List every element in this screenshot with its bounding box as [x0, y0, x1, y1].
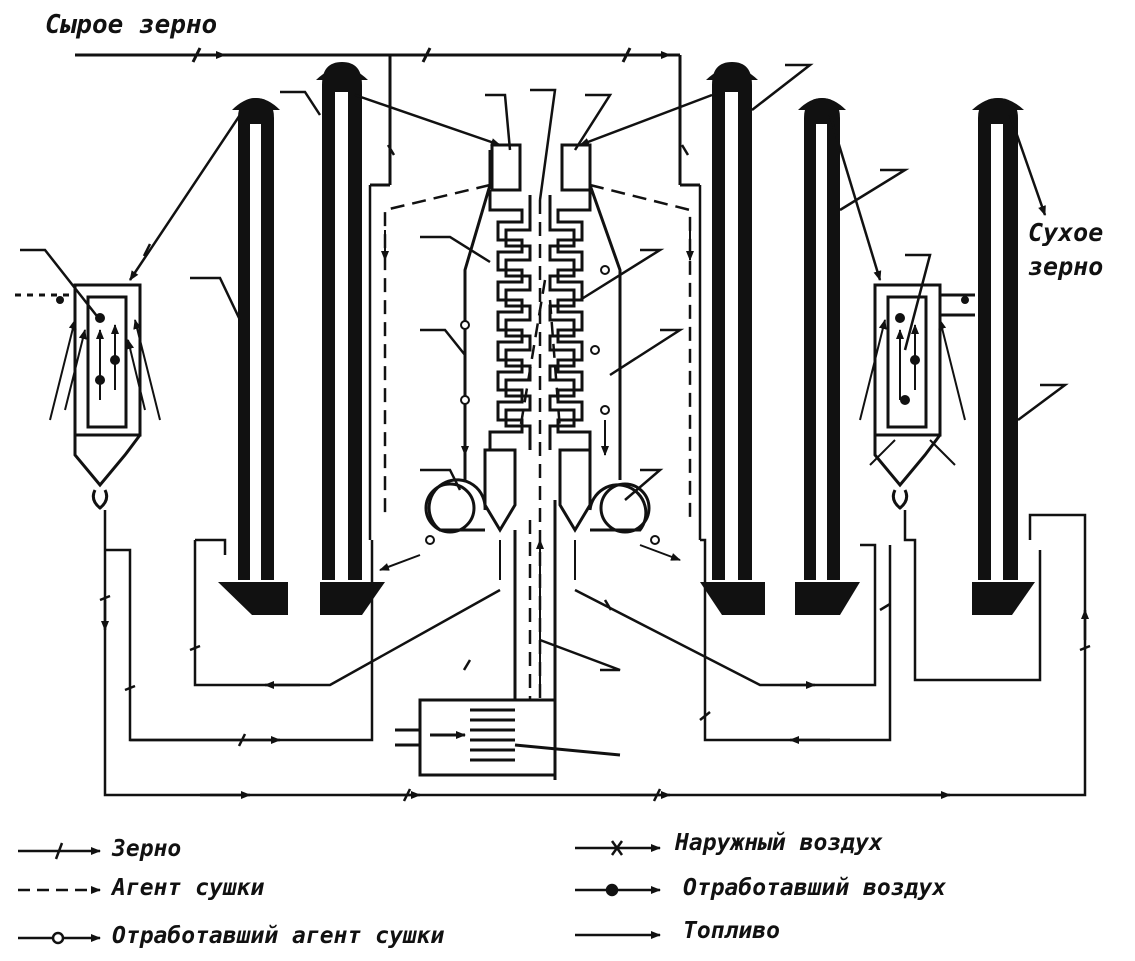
- elevator-5: [972, 98, 1035, 615]
- drying-agent-lines: [383, 183, 692, 700]
- spent-air-dots: [56, 296, 969, 405]
- grain-ticks: [99, 144, 1091, 802]
- raw-grain-line: [75, 47, 700, 187]
- legend-fuel: Топливо: [683, 918, 780, 944]
- cooler-left: [15, 283, 142, 510]
- elevator-4: [795, 98, 860, 615]
- legend-spent-drying-agent: Отработавший агент сушки: [112, 923, 445, 949]
- legend-drying-agent: Агент сушки: [112, 875, 265, 901]
- raw-grain-label: Сырое зерно: [45, 10, 218, 40]
- legend-spent-air: Отработавший воздух: [683, 875, 947, 901]
- dry-grain-label-line2: зерно: [1028, 252, 1104, 281]
- legend-grain: Зерно: [112, 836, 182, 862]
- legend-outside-air: Наружный воздух: [675, 830, 883, 856]
- spent-agent-circles: [425, 265, 660, 545]
- callout-leaders: [20, 63, 1069, 672]
- fan-right: [588, 482, 651, 534]
- furnace: [395, 698, 621, 777]
- elevator-2: [316, 62, 385, 615]
- grain-circulation-lines: [101, 93, 1089, 799]
- elevator-3: [700, 62, 765, 615]
- dryer-shaft: [463, 143, 622, 780]
- fan-left: [424, 478, 487, 534]
- elevator-1: [218, 98, 288, 615]
- flow-arrows-dryer: [379, 230, 694, 690]
- dry-grain-label-line1: Сухое: [1028, 218, 1104, 247]
